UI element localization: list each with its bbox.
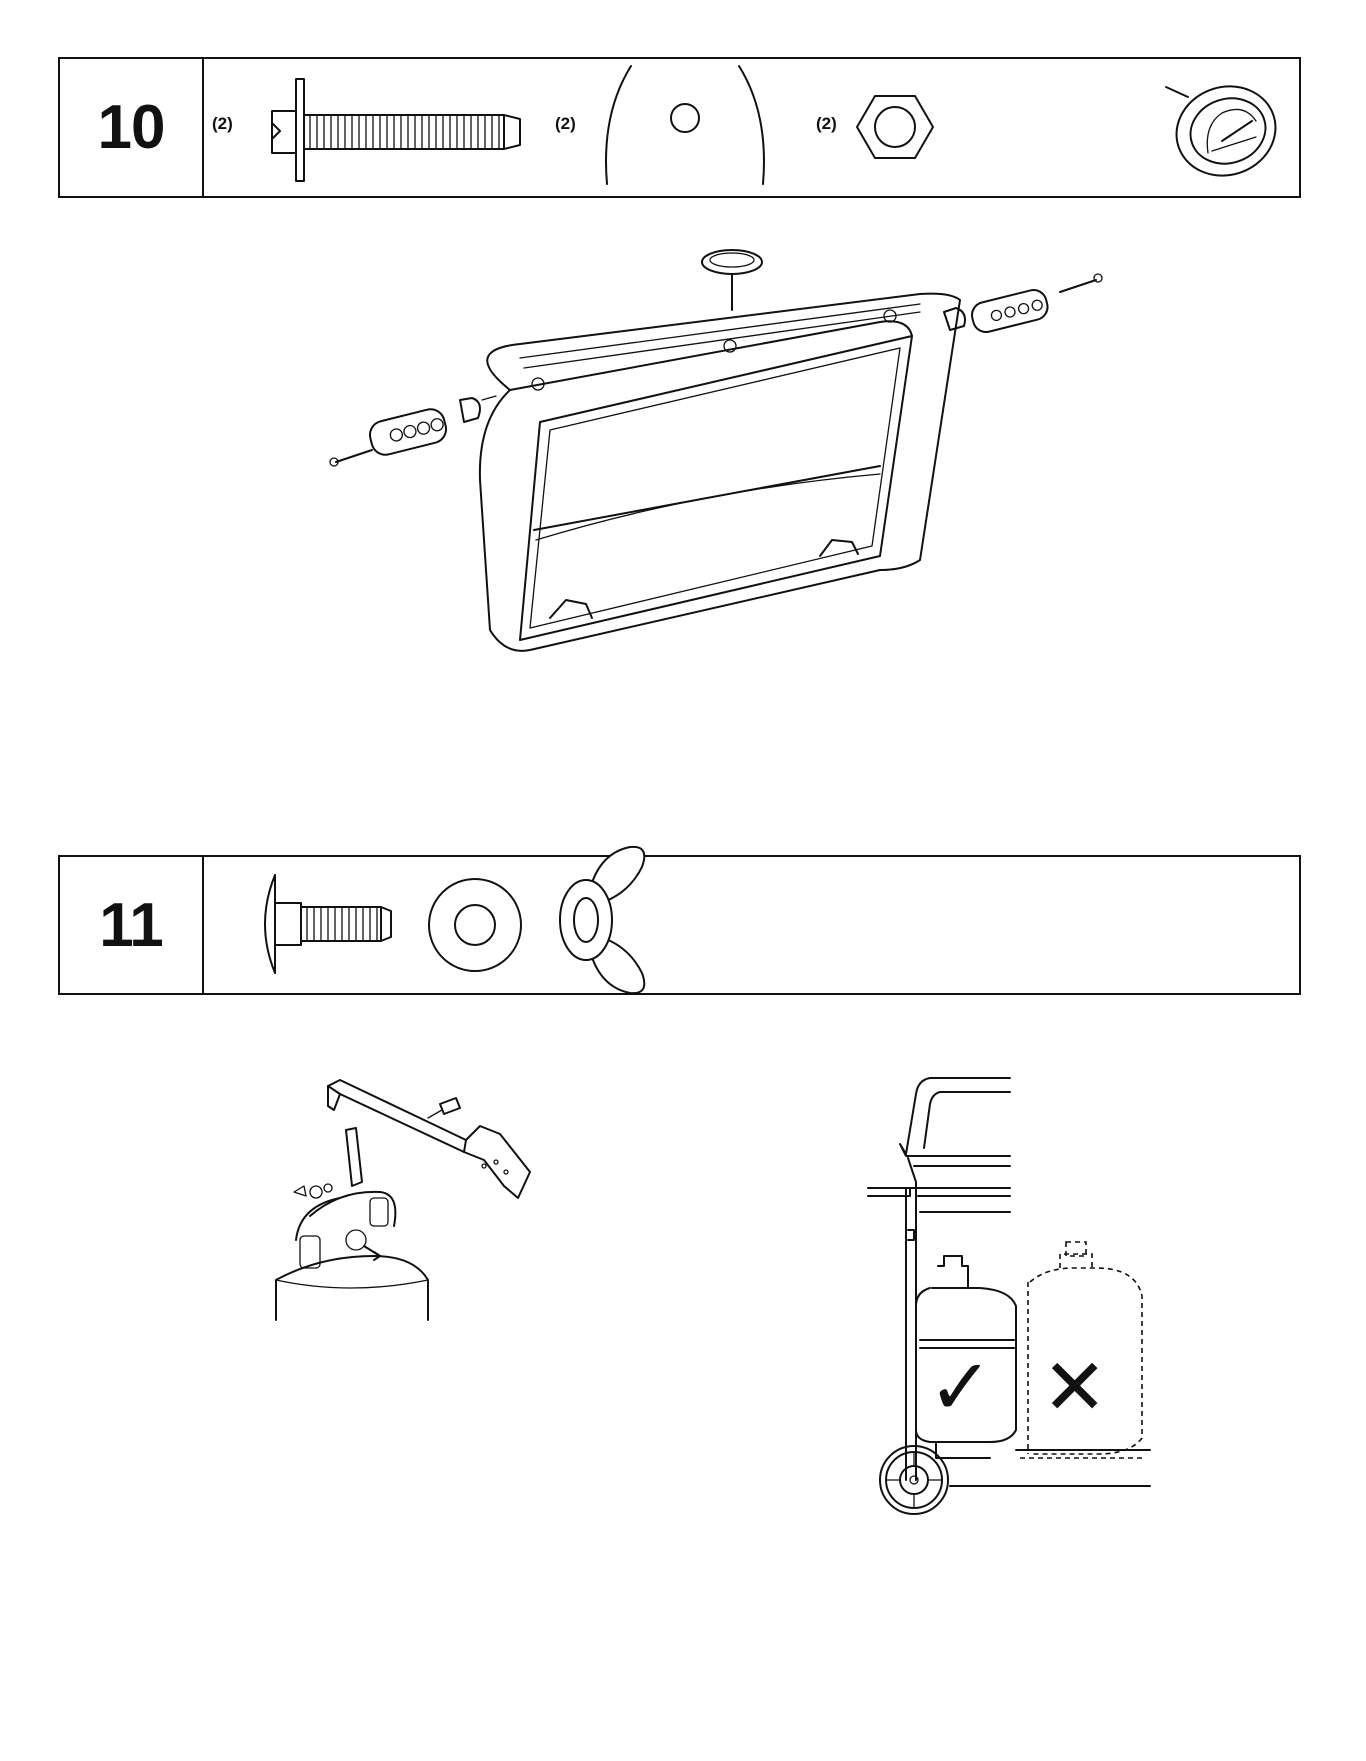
bolt-quantity: (2) bbox=[212, 114, 233, 134]
step-11-parts-box: 11 bbox=[58, 855, 1301, 995]
wing-nut-icon bbox=[550, 845, 650, 995]
spacer-quantity: (2) bbox=[555, 114, 576, 134]
flange-bolt-icon bbox=[252, 73, 552, 183]
step-number: 11 bbox=[60, 857, 204, 993]
step-number: 10 bbox=[60, 59, 204, 196]
lid-handle-thermometer-assembly bbox=[360, 240, 1120, 670]
tank-placement-correct-incorrect: ✓ ✕ bbox=[860, 1070, 1160, 1510]
thermometer-icon bbox=[1160, 81, 1280, 191]
tank-bracket-assembly bbox=[270, 1080, 540, 1330]
spacer-icon bbox=[595, 64, 775, 194]
step-10-parts-box: 10 (2) (2) (2) bbox=[58, 57, 1301, 198]
hex-nut-icon bbox=[855, 92, 935, 162]
flat-washer-icon bbox=[425, 875, 525, 975]
nut-quantity: (2) bbox=[816, 114, 837, 134]
correct-check-mark: ✓ bbox=[928, 1343, 993, 1433]
carriage-bolt-icon bbox=[255, 869, 415, 979]
incorrect-x-mark: ✕ bbox=[1042, 1343, 1107, 1433]
